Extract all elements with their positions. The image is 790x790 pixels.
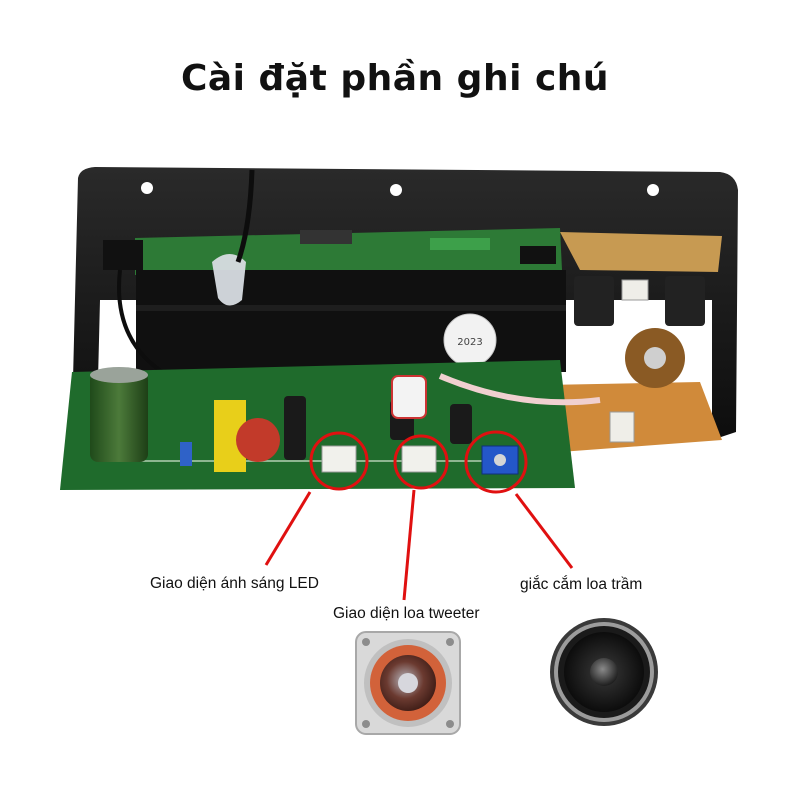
woofer-highlight-circle [464,430,528,494]
led-interface-label: Giao diện ánh sáng LED [150,575,319,592]
heatsink-block [136,270,566,372]
tweeter-highlight-circle [393,434,449,490]
heatsink-stripe [136,305,566,311]
tweeter-pointer-line [402,489,416,601]
white-connector [609,411,635,443]
black-connector [103,240,143,270]
tweeter-interface-label: Giao diện loa tweeter [333,605,480,622]
mounting-hole [647,184,659,196]
mounting-hole [141,182,153,194]
tweeter-speaker [355,631,461,735]
electrolytic-capacitor [90,372,148,462]
rca-jack [574,276,614,326]
ribbon-wires [438,373,601,406]
display-module [430,238,490,250]
qc-sticker-text: 2023 [457,337,482,348]
inductor [236,418,280,462]
led-highlight-circle [309,431,369,491]
mounting-hole [390,184,402,196]
capacitor [284,396,306,460]
capacitor-top [90,367,148,383]
chip [300,230,352,244]
led-connector [321,445,357,473]
control-pcb [560,232,722,272]
woofer-pointer-line [514,493,574,569]
potentiometer-shaft [644,347,666,369]
tweeter-connector [401,445,437,473]
chip [520,246,556,264]
capacitor [450,404,472,444]
ribbon-cable [391,375,427,419]
blue-component [180,442,192,466]
pcb-silkscreen [140,460,490,462]
rca-jack [665,276,705,326]
page-title: Cài đặt phần ghi chú [180,58,610,99]
power-cable [235,169,255,263]
woofer-jack-label: giắc cắm loa trầm [520,576,643,593]
woofer-connector-screw [494,454,506,466]
glue-blob [212,254,246,306]
white-connector [621,279,649,301]
led-pointer-line [264,491,312,566]
woofer-speaker [550,618,658,726]
